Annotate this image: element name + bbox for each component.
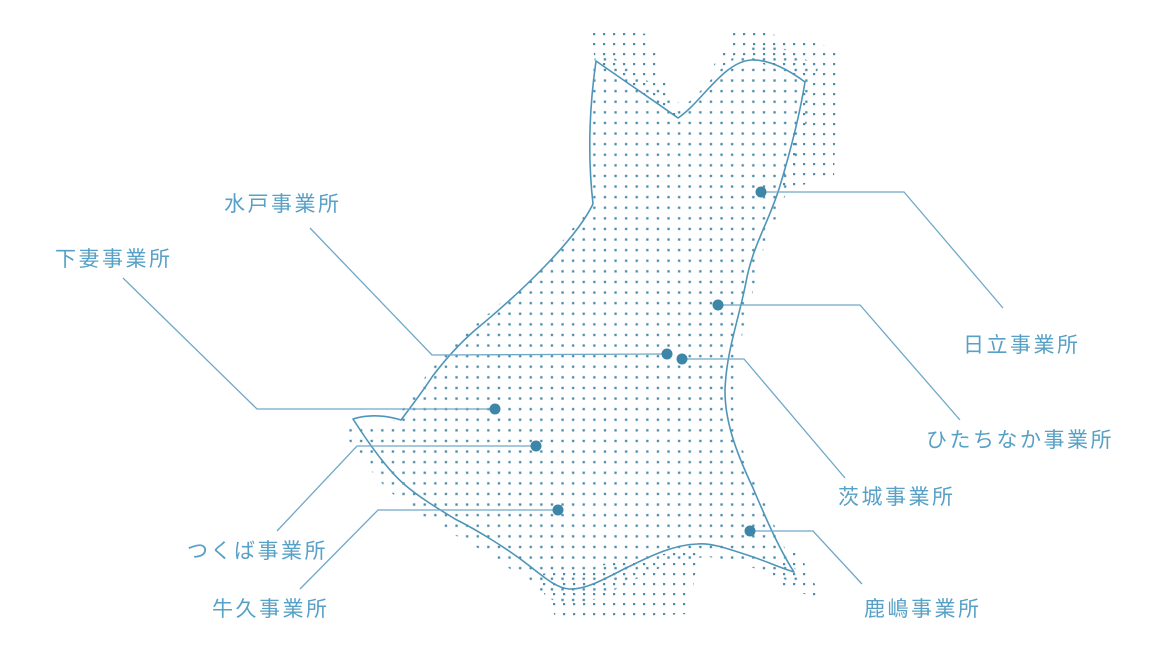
- office-marker-kashima: [744, 525, 756, 537]
- connector-line-tsukuba: [276, 445, 536, 532]
- connector-line-mito: [309, 227, 668, 356]
- dot-fill-main: [338, 44, 818, 606]
- dot-fill-patch-north-east: [712, 27, 838, 190]
- connector-line-ushiku: [299, 509, 558, 590]
- office-marker-shimotsuma: [489, 403, 501, 415]
- connector-line-kashima: [750, 530, 863, 585]
- office-marker-hitachi: [755, 186, 767, 198]
- prefecture-dot-fill: [338, 27, 838, 620]
- prefecture-outline: [352, 59, 806, 590]
- connector-lines: [122, 191, 1004, 590]
- connector-line-shimotsuma: [122, 277, 495, 410]
- office-marker-ushiku: [552, 504, 564, 516]
- office-marker-ibaraki: [676, 353, 688, 365]
- connector-line-ibaraki: [682, 358, 846, 479]
- dot-fill-patch-cape: [763, 545, 824, 602]
- connector-line-hitachinaka: [718, 304, 961, 421]
- office-marker-mito: [661, 348, 673, 360]
- dot-fill-patch-south: [535, 548, 700, 620]
- office-markers: [489, 186, 767, 537]
- office-marker-tsukuba: [530, 440, 542, 452]
- office-marker-hitachinaka: [712, 299, 724, 311]
- connector-line-hitachi: [761, 191, 1004, 309]
- dot-fill-patch-north-west: [589, 29, 677, 117]
